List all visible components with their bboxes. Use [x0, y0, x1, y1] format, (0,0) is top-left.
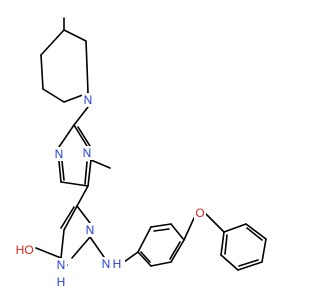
phenyl-bond — [223, 223, 247, 233]
pyrimidinone-bond — [71, 236, 91, 259]
pyrimidinone-bond — [76, 205, 91, 224]
pyrimidine-double-bond — [77, 126, 91, 147]
phenyl-bond — [261, 238, 267, 263]
phenyl-bond — [245, 223, 267, 240]
pyrimidine-bond — [87, 159, 92, 187]
piperidine-bond — [63, 29, 87, 42]
piperidine-bond — [85, 40, 88, 67]
pyrimidine-double-bond — [61, 160, 65, 181]
pyrimidine-double-bond — [84, 161, 88, 185]
piperidine-bond — [40, 29, 65, 56]
atom-label-layer: N N N N N H O H N H O — [16, 93, 206, 289]
phenylene-double-bond — [153, 228, 170, 232]
pyrimidinone-c-o-bond — [35, 247, 62, 259]
methyl-bond — [90, 159, 111, 169]
pyrimidine-bond — [58, 160, 62, 183]
amine-linker-hydrogen-label: H — [113, 257, 122, 271]
pyrimidine-upper-right-nitrogen-label: N — [83, 146, 92, 160]
amine-linker-nitrogen-label: N — [102, 257, 111, 271]
hydroxyl-oxygen-label: O — [24, 243, 33, 257]
bond-layer — [35, 17, 267, 271]
phenylene-bond — [170, 223, 185, 241]
phenyl-bond — [237, 261, 263, 271]
piperidine-bond — [40, 54, 44, 90]
phenylene-bond — [137, 226, 152, 253]
phenyl-bond — [220, 254, 239, 271]
pyrimidine-bond — [73, 124, 88, 147]
ether-bond — [205, 213, 225, 233]
ether-oxygen-label: O — [195, 206, 204, 220]
pyrimidinone-ring-nitrogen-label: N — [86, 223, 95, 237]
piperidine-bond — [42, 88, 65, 103]
pyrimidinone-bond — [89, 236, 105, 258]
phenyl-bond — [220, 231, 225, 256]
ether-bond — [183, 217, 195, 241]
phenyl-double-bond — [238, 259, 259, 267]
biaryl-bond — [76, 185, 89, 207]
pyrimidinone-nh-hydrogen-label: H — [57, 275, 66, 289]
amine-bond — [123, 251, 139, 263]
phenylene-bond — [170, 239, 185, 263]
chemical-structure: N N N N N H O H N H O — [16, 17, 267, 289]
pyrimidine-bond — [60, 181, 89, 187]
pyrimidinone-nh-nitrogen-label: N — [57, 258, 66, 272]
phenylene-bond — [150, 261, 172, 267]
pyrimidinone-bond — [60, 229, 65, 259]
phenylene-bond — [150, 223, 172, 228]
phenyl-double-bond — [246, 227, 263, 241]
piperidine-bond — [86, 65, 89, 94]
phenylene-bond — [137, 251, 152, 267]
pyrimidine-bond — [58, 124, 75, 148]
hydroxyl-hydrogen-label: H — [16, 243, 25, 257]
pyrimidinone-bond — [63, 205, 78, 231]
n-to-pyrimidine-bond — [73, 106, 89, 126]
phenylene-double-bond — [169, 241, 181, 260]
pyrimidine-upper-left-nitrogen-label: N — [55, 147, 64, 161]
phenyl-double-bond — [224, 234, 228, 255]
phenylene-double-bond — [140, 251, 151, 263]
pyrimidinone-double-bond — [60, 206, 75, 229]
piperidine-nitrogen-label: N — [84, 93, 93, 107]
